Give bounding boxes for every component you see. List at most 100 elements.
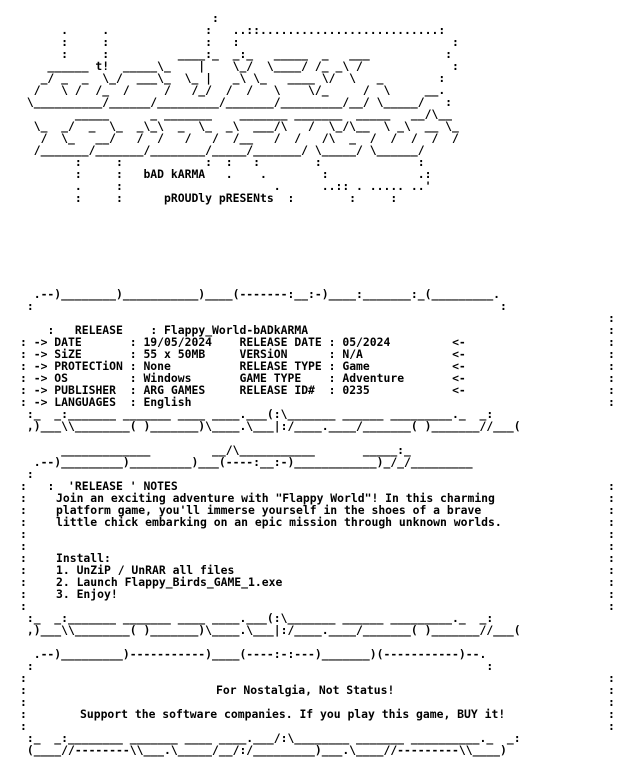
release-info-row: : -> OS : Windows GAME TYPE : Adventure … bbox=[20, 371, 466, 385]
info-value: Adventure bbox=[342, 371, 453, 385]
border-line: : : bbox=[20, 659, 494, 673]
logo-art-line: _/ _ _ \_/ ___\_ \_ | _\ \_ ____ \/ \ _ … bbox=[20, 71, 446, 85]
release-name: Flappy_World-bADkARMA bbox=[164, 323, 309, 337]
border-line: : : bbox=[20, 299, 507, 313]
side-border-char: : bbox=[608, 587, 615, 601]
side-border-char: : bbox=[608, 515, 615, 529]
border-line: :_ _:_______ _______ ____ ____.___(:\___… bbox=[20, 407, 494, 421]
side-border-char: : bbox=[608, 395, 615, 409]
border-line: .--)_________)-----------)____(----:-:--… bbox=[20, 647, 487, 661]
info-value: Game bbox=[342, 359, 453, 373]
side-border-char: : bbox=[608, 371, 615, 385]
logo-art-line: : : pROUDly pRESENts : : : bbox=[20, 191, 398, 205]
install-step: 1. UnZiP / UnRAR all files bbox=[56, 563, 235, 577]
logo-art-line: : : bAD kARMA . . : .: bbox=[20, 167, 432, 181]
install-step: 3. Enjoy! bbox=[56, 587, 118, 601]
install-step: 2. Launch Flappy_Birds_GAME_1.exe bbox=[56, 575, 283, 589]
notes-paragraph-line: platform game, you'll immerse yourself i… bbox=[56, 503, 482, 517]
info-label: RELEASE TYPE bbox=[239, 359, 329, 373]
notes-title-row: : 'RELEASE ' NOTES bbox=[47, 479, 178, 493]
release-label: RELEASE bbox=[74, 323, 123, 337]
side-border-char: : bbox=[20, 551, 27, 565]
border-line: _____________ __/\___________ _____:_ bbox=[20, 443, 411, 457]
side-border-char: : bbox=[20, 563, 27, 577]
logo-art-line: : : : : : : : bbox=[20, 155, 425, 169]
logo-art-line: : bbox=[20, 11, 219, 25]
side-border-char: : bbox=[20, 575, 27, 589]
info-label: PROTECTiON bbox=[54, 359, 130, 373]
info-label: PUBLISHER bbox=[54, 383, 130, 397]
side-border-char: : bbox=[20, 695, 27, 709]
side-border-char: : bbox=[608, 575, 615, 589]
side-border-char: : bbox=[608, 335, 615, 349]
logo-art-line: ______ t! _____\_ | \_/ \____/ /_ _\ / : bbox=[20, 59, 459, 73]
notes-paragraph-line: little chick embarking on an epic missio… bbox=[56, 515, 502, 529]
side-border-char: : bbox=[20, 503, 27, 517]
info-value: N/A bbox=[342, 347, 453, 361]
border-line: :_ _:_______ _______ ____ ____.___(:\___… bbox=[20, 611, 494, 625]
border-line: .--)_________)_________)___(----:__:-)__… bbox=[20, 455, 473, 469]
side-border-char: : bbox=[608, 491, 615, 505]
release-row: : RELEASE : Flappy_World-bADkARMA bbox=[47, 323, 309, 337]
info-value: 55 x 50MB bbox=[143, 347, 240, 361]
side-border-char: : bbox=[608, 671, 615, 685]
info-value: Windows bbox=[143, 371, 240, 385]
info-label: OS bbox=[54, 371, 130, 385]
side-border-char: : bbox=[20, 707, 27, 721]
logo-art-line: \_ _/ _ \_ _\_\ _ \_ _\ ___/\ / \_/\__ \… bbox=[20, 119, 459, 133]
side-border-char: : bbox=[608, 503, 615, 517]
notes-paragraph-line: Join an exciting adventure with "Flappy … bbox=[56, 491, 495, 505]
side-border-char: : bbox=[20, 539, 27, 553]
info-value: ARG GAMES bbox=[143, 383, 240, 397]
info-label: LANGUAGES bbox=[54, 395, 130, 409]
side-border-char: : bbox=[20, 683, 27, 697]
install-title: Install: bbox=[56, 551, 111, 565]
side-border-char: : bbox=[608, 311, 615, 325]
info-value: 0235 bbox=[342, 383, 453, 397]
side-border-char: : bbox=[608, 383, 615, 397]
border-line: ,)___\\________( )_______)\____.\___|:/_… bbox=[20, 623, 521, 637]
info-value: 05/2024 bbox=[342, 335, 453, 349]
release-info-row: : -> PROTECTiON : None RELEASE TYPE : Ga… bbox=[20, 359, 466, 373]
border-line: (____//--------\\___.\_____/__/:/_______… bbox=[20, 743, 507, 757]
logo-art-line: _____ _ _______ _______ _______ _____ __… bbox=[20, 107, 453, 121]
info-label: SiZE bbox=[54, 347, 130, 361]
side-border-char: : bbox=[20, 719, 27, 733]
border-line: .--)________)___________)____(-------:__… bbox=[20, 287, 501, 301]
release-info-row: : -> SiZE : 55 x 50MB VERSiON : N/A <- bbox=[20, 347, 466, 361]
logo-art-line: /_______/_______/________/_____/_______/… bbox=[20, 143, 425, 157]
logo-art-line: / \_ __/ / / / / /__ / / /\ _ / / / / / bbox=[20, 131, 459, 145]
side-border-char: : bbox=[20, 671, 27, 685]
border-line: :_ _:________ _______ ____ ____.___/:\__… bbox=[20, 731, 521, 745]
logo-art-line: : : : : : bbox=[20, 35, 459, 49]
side-border-char: : bbox=[608, 683, 615, 697]
logo-art-line: \__________/______/_________/_______/___… bbox=[20, 95, 453, 109]
side-border-char: : bbox=[20, 599, 27, 613]
footer-line-1: For Nostalgia, Not Status! bbox=[216, 683, 395, 697]
info-label: VERSiON bbox=[239, 347, 329, 361]
border-line: : bbox=[20, 467, 34, 481]
side-border-char: : bbox=[608, 539, 615, 553]
side-border-char: : bbox=[608, 323, 615, 337]
footer-line-2: Support the software companies. If you p… bbox=[80, 707, 506, 721]
info-label: RELEASE ID# bbox=[239, 383, 329, 397]
info-label: DATE bbox=[54, 335, 130, 349]
info-label: GAME TYPE bbox=[239, 371, 329, 385]
side-border-char: : bbox=[608, 719, 615, 733]
side-border-char: : bbox=[608, 479, 615, 493]
logo-art-line: . : . ..:: . ..... ..' bbox=[20, 179, 432, 193]
info-value: 19/05/2024 bbox=[143, 335, 240, 349]
notes-title: 'RELEASE ' NOTES bbox=[68, 479, 178, 493]
side-border-char: : bbox=[608, 347, 615, 361]
release-info-row: : -> LANGUAGES : English bbox=[20, 395, 240, 409]
side-border-char: : bbox=[20, 527, 27, 541]
release-info-row: : -> DATE : 19/05/2024 RELEASE DATE : 05… bbox=[20, 335, 466, 349]
side-border-char: : bbox=[20, 587, 27, 601]
side-border-char: : bbox=[20, 479, 27, 493]
side-border-char: : bbox=[608, 707, 615, 721]
info-label: RELEASE DATE bbox=[239, 335, 329, 349]
side-border-char: : bbox=[608, 599, 615, 613]
side-border-char: : bbox=[608, 527, 615, 541]
border-line: ,)___\\________( )_______)\____.\___|:/_… bbox=[20, 419, 521, 433]
